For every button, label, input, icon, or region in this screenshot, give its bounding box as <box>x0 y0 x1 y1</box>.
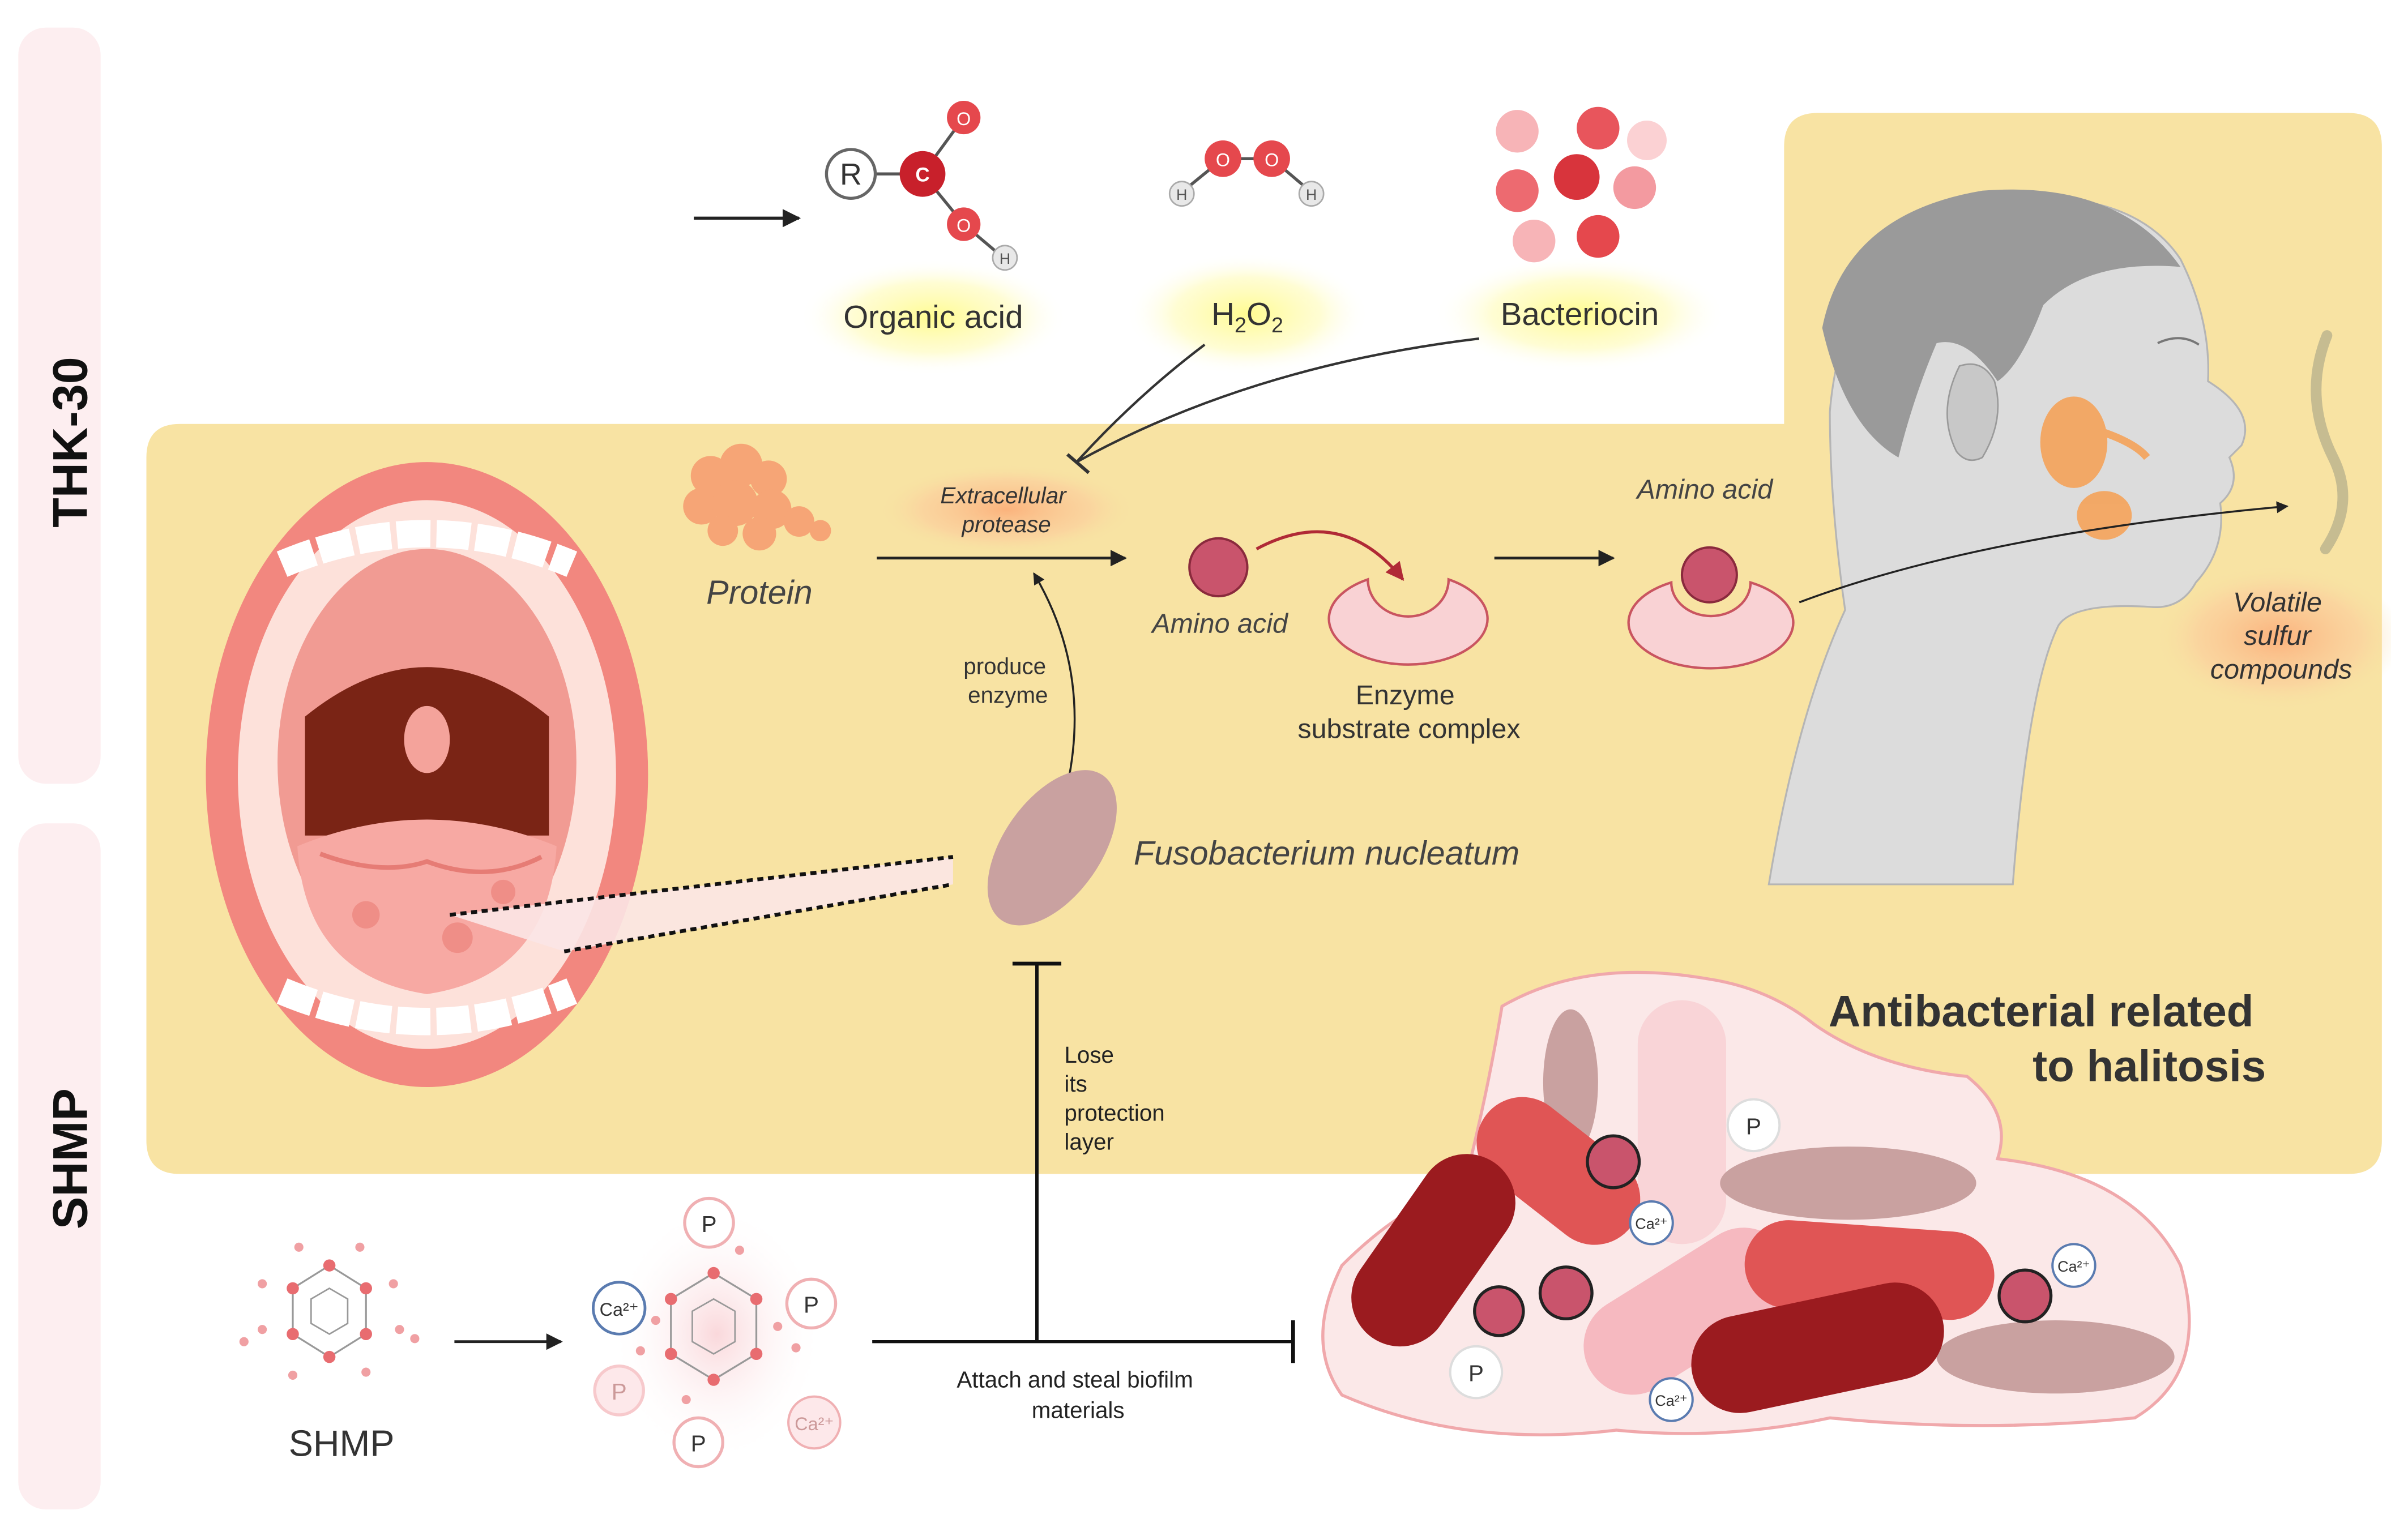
human-head-profile-icon <box>1767 189 2247 886</box>
atom-h-1: H <box>1000 250 1010 267</box>
h2o2-molecule-icon: H O O H <box>1168 140 1325 207</box>
atom-h-2: H <box>1176 186 1187 203</box>
amino-acid-label-1: Amino acid <box>1150 609 1289 639</box>
open-mouth-icon <box>206 462 648 1088</box>
svg-text:P: P <box>804 1292 819 1318</box>
svg-text:P: P <box>1468 1361 1484 1387</box>
protein-icon <box>683 443 831 551</box>
breath-arrow <box>1799 501 2288 604</box>
p-ion-1: P <box>683 1196 735 1249</box>
biofilm-p-ion-2: P <box>1449 1345 1504 1400</box>
vsc-label: Volatile sulfur compounds <box>2210 587 2352 685</box>
fusobacterium-icon <box>987 770 1117 926</box>
inhibit-bacteriocin-line <box>1075 337 1480 463</box>
arrow-produce-enzyme <box>1033 572 1076 786</box>
glow-vsc <box>2153 564 2391 711</box>
svg-text:Ca²⁺: Ca²⁺ <box>795 1414 834 1434</box>
fusobacterium-label: Fusobacterium nucleatum <box>1134 834 1519 872</box>
biofilm-p-ion-1: P <box>1726 1098 1781 1153</box>
inhibit-bar-top <box>1066 453 1090 474</box>
protease-label: Extracellular protease <box>940 482 1072 537</box>
thk30-label: THK-30 <box>43 357 97 528</box>
protein-label: Protein <box>706 574 813 611</box>
h2o2-label: H2O2 <box>1211 296 1283 337</box>
shmp-side-label: SHMP <box>43 1088 97 1229</box>
attach-steal-label: Attach and steal biofilm materials <box>957 1367 1199 1423</box>
side-tab-thk30: THK-30 <box>18 27 101 784</box>
organic-acid-label: Organic acid <box>843 299 1023 335</box>
p-ion-4: P <box>672 1416 724 1469</box>
biofilm-ca-ion-3: Ca²⁺ <box>1649 1377 1694 1422</box>
amino-acid-label-2: Amino acid <box>1635 474 1774 505</box>
atom-o-2: O <box>957 216 971 236</box>
red-curve-arrow <box>1256 530 1404 581</box>
shmp-label: SHMP <box>289 1423 395 1464</box>
atom-h-3: H <box>1306 186 1317 203</box>
atom-o-3: O <box>1216 150 1230 170</box>
shmp-ion-complex-icon <box>610 1204 824 1464</box>
enzyme-icon <box>1327 578 1489 666</box>
svg-text:Ca²⁺: Ca²⁺ <box>1655 1392 1688 1409</box>
biofilm-icon <box>1321 970 2191 1436</box>
heading: Antibacterial related to halitosis <box>1829 986 2266 1090</box>
enzyme-complex-label: Enzyme substrate complex <box>1297 680 1520 744</box>
side-tab-shmp: SHMP <box>18 823 101 1509</box>
ca-ion-1: Ca²⁺ <box>591 1281 647 1336</box>
p-ion-3: P <box>593 1364 645 1417</box>
svg-text:Ca²⁺: Ca²⁺ <box>2057 1258 2090 1275</box>
atom-o-1: O <box>957 109 971 129</box>
breath-smoke-icon <box>2311 330 2349 554</box>
amino-acid-icon <box>1188 537 1249 598</box>
biofilm-ca-ion-1: Ca²⁺ <box>1629 1200 1674 1246</box>
svg-text:Ca²⁺: Ca²⁺ <box>600 1299 639 1320</box>
p-ion-2: P <box>785 1277 838 1330</box>
atom-o-4: O <box>1265 150 1279 170</box>
bacteriocin-cluster-icon <box>1496 106 1667 263</box>
bacteriocin-label: Bacteriocin <box>1501 296 1659 332</box>
svg-text:P: P <box>691 1431 706 1457</box>
lose-layer-label: Lose its protection layer <box>1064 1042 1171 1154</box>
glow-protease <box>877 463 1136 555</box>
glow-h2o2 <box>1125 253 1369 375</box>
svg-text:P: P <box>702 1211 717 1237</box>
ca-ion-2: Ca²⁺ <box>787 1395 842 1450</box>
svg-text:Ca²⁺: Ca²⁺ <box>1635 1215 1668 1232</box>
svg-text:P: P <box>612 1379 627 1405</box>
atom-r: R <box>840 157 862 191</box>
zoom-cone <box>449 855 954 953</box>
organic-acid-molecule-icon: R C O O H <box>825 100 1018 271</box>
shmp-molecule-icon <box>239 1242 420 1380</box>
inhibit-h2o2-line <box>1075 344 1206 463</box>
glow-bacteriocin <box>1433 256 1727 373</box>
svg-text:P: P <box>1746 1114 1761 1140</box>
produce-enzyme-label: produce enzyme <box>963 653 1052 708</box>
salivary-gland-icon <box>2040 396 2150 540</box>
enzyme-substrate-complex-icon <box>1627 546 1795 670</box>
glow-organic-acid <box>799 259 1068 375</box>
biofilm-ca-ion-2: Ca²⁺ <box>2051 1243 2097 1288</box>
atom-c: C <box>915 164 929 186</box>
